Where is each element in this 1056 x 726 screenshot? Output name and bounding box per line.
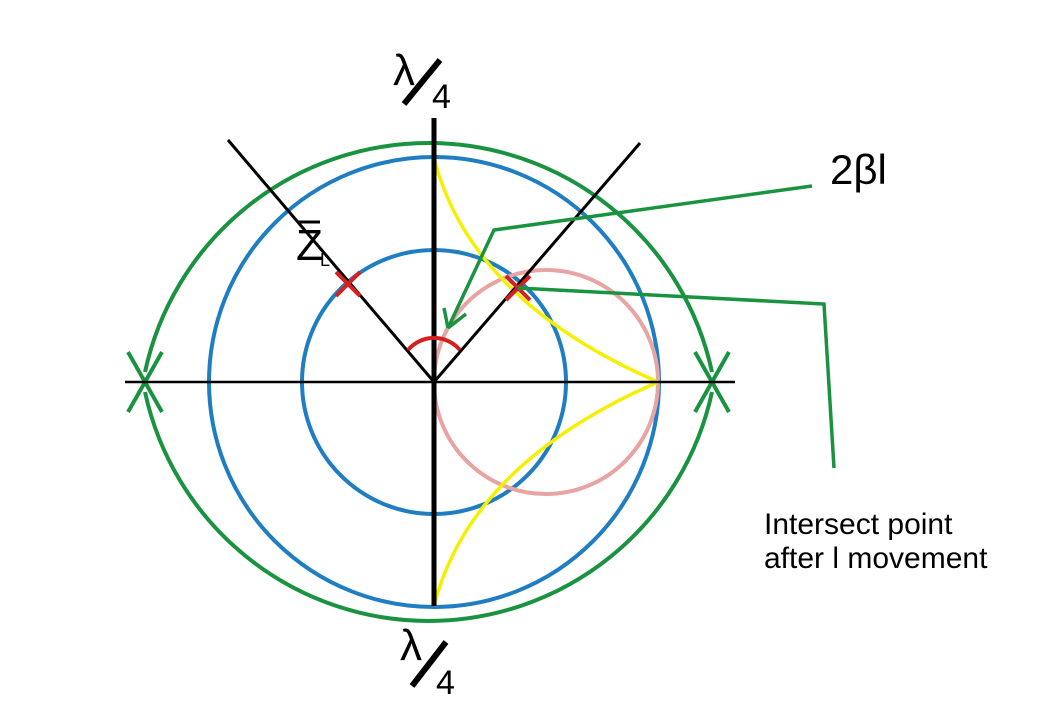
yellow-curve-lower [432, 380, 659, 607]
lambda-bottom-label: λ [400, 621, 422, 670]
intersect-note-line1: Intersect point [764, 508, 953, 541]
diagonal-left [226, 139, 436, 383]
left-arrowhead [126, 351, 164, 413]
callout-2betal-arrowhead [442, 307, 468, 330]
diagonal-right [432, 142, 642, 383]
lambda-top-slash [401, 58, 443, 106]
lambda-bottom-denominator: 4 [436, 664, 455, 702]
lambda-top-denominator: 4 [432, 78, 451, 116]
callout-2betal [446, 184, 813, 329]
callout-intersect [517, 286, 836, 469]
outer-green-arc-top [143, 141, 714, 373]
yellow-curve-upper [432, 157, 659, 384]
load-impedance-subscript: L [320, 250, 330, 270]
angle-arc [406, 335, 462, 352]
outer-green-arc-bottom [143, 391, 714, 623]
right-arrowhead [693, 351, 731, 413]
intersect-note-line2: after l movement [764, 542, 988, 575]
zl-marker [334, 270, 362, 298]
load-impedance-label: Z [296, 221, 323, 270]
two-beta-l-label: 2βl [830, 146, 887, 193]
lambda-top-label: λ [393, 46, 415, 95]
gap-top [378, 80, 478, 120]
lambda-bottom-slash [409, 640, 449, 688]
